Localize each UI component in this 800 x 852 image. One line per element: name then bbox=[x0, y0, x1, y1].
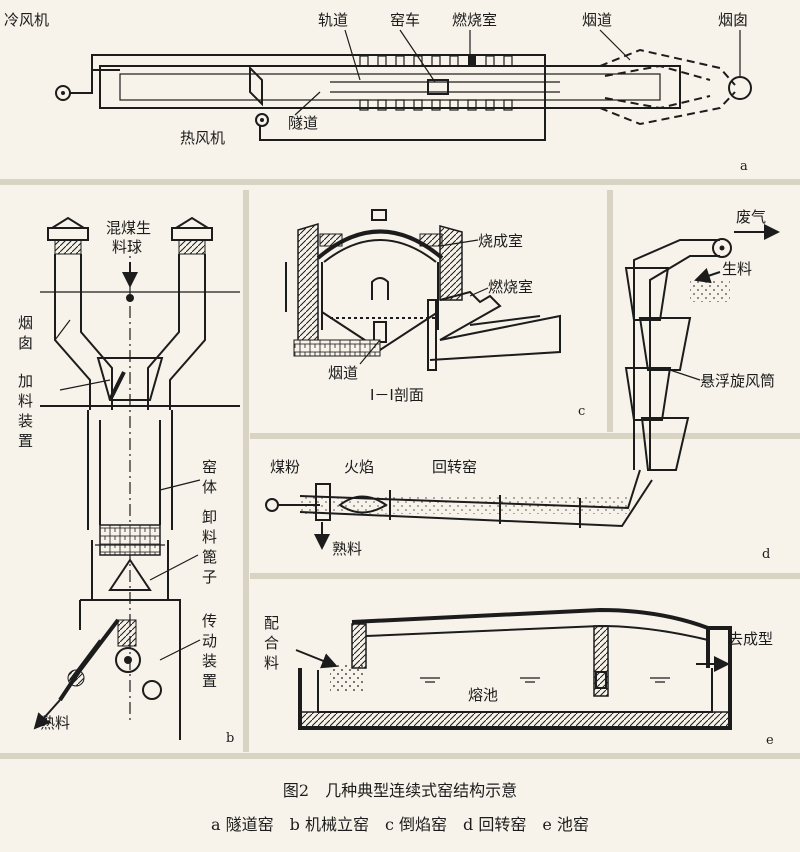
label-feeder-4: 置 bbox=[18, 432, 33, 450]
label-chimney-b-2: 囱 bbox=[18, 334, 33, 352]
label-track: 轨道 bbox=[318, 11, 348, 29]
panel-separators bbox=[0, 179, 800, 759]
label-grate-1: 卸 bbox=[202, 508, 217, 526]
combustion-chambers bbox=[359, 55, 513, 111]
label-drive-4: 置 bbox=[202, 672, 217, 690]
label-kiln-body-2: 体 bbox=[202, 478, 217, 496]
label-exhaust: 废气 bbox=[736, 208, 766, 226]
panel-d-rotary-kiln: 废气 生料 悬浮旋风筒 煤粉 火焰 回转窑 熟料 d bbox=[265, 208, 780, 562]
label-cold-fan: 冷风机 bbox=[4, 11, 49, 29]
label-to-forming: 去成型 bbox=[728, 630, 773, 648]
panel-letter-e: e bbox=[766, 733, 774, 748]
label-kiln-car: 窑车 bbox=[390, 11, 420, 29]
label-cyclone: 悬浮旋风筒 bbox=[700, 372, 775, 390]
label-batch-2: 合 bbox=[264, 634, 279, 652]
label-combustion-chamber: 燃烧室 bbox=[452, 11, 497, 29]
right-chimney-cap bbox=[171, 216, 213, 255]
panel-a-tunnel-kiln: 冷风机 轨道 窑车 燃烧室 烟道 烟囱 热风机 隧道 a bbox=[4, 11, 752, 174]
kiln-car bbox=[427, 79, 449, 95]
flame-shape bbox=[338, 495, 388, 514]
panel-b-shaft-kiln: 混煤生 料球 烟 囱 加 料 装 置 窑 体 卸 料 篦 子 传 动 装 置 熟… bbox=[18, 216, 240, 746]
label-feeder-1: 加 bbox=[18, 372, 33, 390]
label-chimney-b-1: 烟 bbox=[18, 314, 33, 332]
panel-e-tank-furnace: 配 合 料 去成型 熔池 e bbox=[264, 607, 774, 748]
label-flame: 火焰 bbox=[344, 458, 374, 476]
label-hot-fan: 热风机 bbox=[180, 129, 225, 147]
panel-letter-a: a bbox=[740, 159, 748, 174]
label-chimney: 烟囱 bbox=[718, 11, 748, 29]
label-grate-4: 子 bbox=[202, 568, 217, 586]
label-flue: 烟道 bbox=[582, 11, 612, 29]
label-grate-3: 篦 bbox=[202, 548, 217, 566]
hot-fan-icon bbox=[255, 113, 269, 127]
label-section: I－I剖面 bbox=[370, 386, 424, 404]
figure-caption: 图2 几种典型连续式窑结构示意 a 隧道窑 b 机械立窑 c 倒焰窑 d 回转窑… bbox=[211, 781, 589, 834]
label-mixed-coal-1: 混煤生 bbox=[106, 219, 151, 237]
label-batch-3: 料 bbox=[264, 654, 279, 672]
cyclone-stack bbox=[624, 267, 692, 471]
label-clinker-b: 熟料 bbox=[40, 714, 70, 732]
label-combustion-c: 燃烧室 bbox=[488, 278, 533, 296]
chimney-icon bbox=[728, 76, 752, 100]
label-grate-2: 料 bbox=[202, 528, 217, 546]
panel-c-downdraft-kiln: 烧成室 燃烧室 烟道 I－I剖面 c bbox=[285, 209, 585, 419]
label-feeder-3: 装 bbox=[18, 412, 33, 430]
label-mixed-coal-2: 料球 bbox=[112, 238, 142, 256]
label-melt-pool: 熔池 bbox=[468, 686, 498, 704]
caption-title: 图2 几种典型连续式窑结构示意 bbox=[283, 781, 517, 800]
label-drive-3: 装 bbox=[202, 652, 217, 670]
panel-letter-d: d bbox=[762, 547, 770, 562]
label-firing-room: 烧成室 bbox=[478, 232, 523, 250]
left-chimney-cap bbox=[47, 216, 89, 255]
label-flue-c: 烟道 bbox=[328, 364, 358, 382]
label-clinker-d: 熟料 bbox=[332, 540, 362, 558]
label-drive-2: 动 bbox=[202, 632, 217, 650]
label-kiln-body-1: 窑 bbox=[202, 458, 217, 476]
label-drive-1: 传 bbox=[202, 612, 217, 630]
label-tunnel: 隧道 bbox=[288, 114, 318, 132]
label-batch-1: 配 bbox=[264, 614, 279, 632]
panel-letter-b: b bbox=[226, 731, 234, 746]
panel-letter-c: c bbox=[578, 404, 585, 419]
caption-subtitle: a 隧道窑 b 机械立窑 c 倒焰窑 d 回转窑 e 池窑 bbox=[211, 815, 589, 834]
exhaust-fan-icon bbox=[712, 238, 732, 258]
label-coal-powder: 煤粉 bbox=[270, 458, 300, 476]
label-feeder-2: 料 bbox=[18, 392, 33, 410]
label-raw-material: 生料 bbox=[722, 260, 752, 278]
cold-fan-icon bbox=[55, 85, 71, 101]
label-rotary-kiln: 回转窑 bbox=[432, 458, 477, 476]
